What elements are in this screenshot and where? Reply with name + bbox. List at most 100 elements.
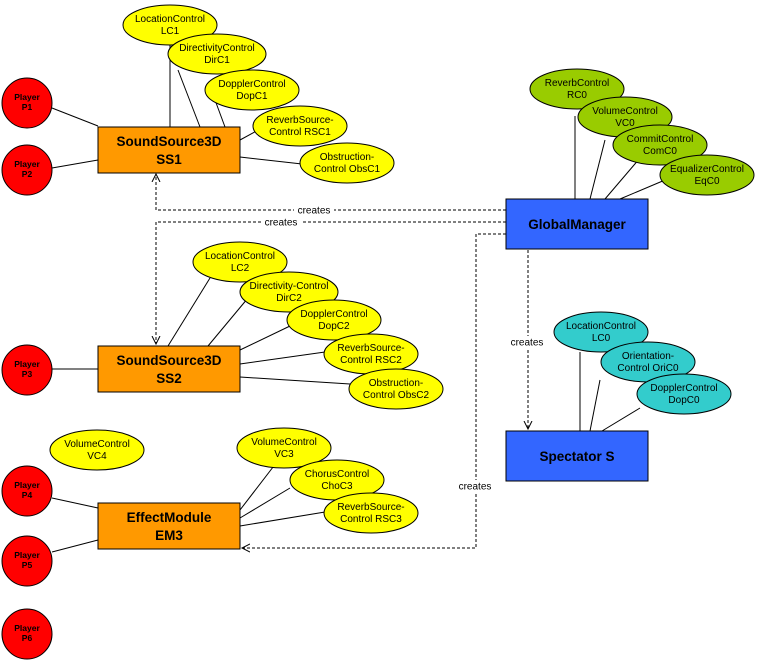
control-dopc0-id: DopC0 [668,395,700,406]
control-rsc3-id: Control RSC3 [340,514,402,525]
ss1-title: SoundSource3D [116,134,221,149]
control-dirc2-name: Directivity-Control [250,281,329,292]
ss1-id: SS1 [156,152,182,167]
creates-label-spectator: creates [511,338,544,349]
creates-label-ss1: creates [298,206,331,217]
boxes: SoundSource3D SS1 SoundSource3D SS2 Effe… [97,126,649,550]
soundsource3d-ss1-box: SoundSource3D SS1 [97,126,241,174]
control-choc3: ChorusControl ChoC3 [289,459,385,501]
control-vc3-name: VolumeControl [251,437,317,448]
control-lc1-name: LocationControl [135,14,205,25]
control-dirc1: DirectivityControl DirC1 [167,33,267,75]
control-dopc0: DopplerControl DopC0 [636,373,732,415]
player-p1: Player P1 [1,77,53,129]
spectator-box: Spectator S [505,430,649,482]
effectmodule-em3-box: EffectModule EM3 [97,502,241,550]
control-comc0: CommitControl ComC0 [612,124,708,166]
control-oric0: Orientation- Control OriC0 [600,341,696,383]
player-p2-id: P2 [22,169,33,179]
player-p3-id: P3 [22,369,33,379]
control-rsc2-id: Control RSC2 [340,355,402,366]
control-rsc1-id: Control RSC1 [269,127,331,138]
player-p5-id: P5 [22,560,33,570]
control-dopc2: DopplerControl DopC2 [286,299,382,341]
control-obsc2-name: Obstruction- [369,378,423,389]
creates-labels: creates creates creates creates [261,204,549,493]
control-dirc2-id: DirC2 [276,293,302,304]
player-p3: Player P3 [1,344,53,396]
control-lc1-id: LC1 [161,26,180,37]
control-rc0: ReverbControl RC0 [529,68,625,110]
control-lc0: LocationControl LC0 [553,311,649,353]
control-lc1: LocationControl LC1 [122,4,218,46]
player-p4: Player P4 [1,465,53,517]
control-dirc1-name: DirectivityControl [179,43,255,54]
creates-arrow-em3 [242,233,506,548]
control-dopc1: DopplerControl DopC1 [204,69,300,111]
control-dopc2-name: DopplerControl [300,309,367,320]
globalmanager-title: GlobalManager [528,217,626,232]
ss2-title: SoundSource3D [116,353,221,368]
player-p2-label: Player [14,159,40,169]
control-rc0-name: ReverbControl [545,78,609,89]
control-dirc1-id: DirC1 [204,55,230,66]
player-p6-id: P6 [22,633,33,643]
creates-label-em3: creates [459,482,492,493]
em3-id: EM3 [155,528,183,543]
control-obsc1: Obstruction- Control ObsC1 [299,142,395,184]
control-rsc2: ReverbSource- Control RSC2 [323,333,419,375]
player-p1-id: P1 [22,102,33,112]
control-lc2: LocationControl LC2 [192,241,288,283]
creates-label-ss2: creates [265,218,298,229]
control-vc0-name: VolumeControl [592,106,658,117]
control-rc0-id: RC0 [567,90,587,101]
control-vc4-name: VolumeControl [64,439,130,450]
em3-title: EffectModule [127,510,212,525]
player-p4-id: P4 [22,490,33,500]
control-obsc2-id: Control ObsC2 [363,390,430,401]
globalmanager-box: GlobalManager [505,198,649,250]
creates-arrow-ss2 [156,221,506,344]
control-vc3: VolumeControl VC3 [236,427,332,469]
control-dopc1-id: DopC1 [236,91,268,102]
player-p6: Player P6 [1,608,53,660]
ss2-id: SS2 [156,371,182,386]
control-rsc3: ReverbSource- Control RSC3 [323,492,419,534]
player-p4-label: Player [14,480,40,490]
creates-arrows [156,174,528,548]
control-comc0-id: ComC0 [643,146,677,157]
control-dopc0-name: DopplerControl [650,383,717,394]
player-p5-label: Player [14,550,40,560]
control-choc3-name: ChorusControl [305,469,369,480]
control-dopc2-id: DopC2 [318,321,350,332]
control-obsc2: Obstruction- Control ObsC2 [348,368,444,410]
spectator-title: Spectator S [539,449,614,464]
players: Player P1 Player P2 Player P3 Player P4 … [1,77,53,660]
player-p2: Player P2 [1,144,53,196]
control-rsc2-name: ReverbSource- [337,343,404,354]
control-vc0-id: VC0 [615,118,635,129]
player-p3-label: Player [14,359,40,369]
control-eqc0-name: EqualizerControl [670,164,744,175]
control-eqc0: EqualizerControl EqC0 [659,154,755,196]
control-obsc1-name: Obstruction- [320,152,374,163]
control-eqc0-id: EqC0 [694,176,719,187]
control-oric0-name: Orientation- [622,351,674,362]
player-p5: Player P5 [1,535,53,587]
player-p6-label: Player [14,623,40,633]
control-oric0-id: Control OriC0 [617,363,679,374]
control-dopc1-name: DopplerControl [218,79,285,90]
control-lc0-name: LocationControl [566,321,636,332]
control-rsc3-name: ReverbSource- [337,502,404,513]
control-obsc1-id: Control ObsC1 [314,164,381,175]
control-choc3-id: ChoC3 [321,481,353,492]
control-comc0-name: CommitControl [627,134,694,145]
soundsource3d-ss2-box: SoundSource3D SS2 [97,345,241,393]
control-vc3-id: VC3 [274,449,294,460]
control-vc4-id: VC4 [87,451,107,462]
control-lc2-id: LC2 [231,263,250,274]
control-lc2-name: LocationControl [205,251,275,262]
control-rsc1: ReverbSource- Control RSC1 [252,105,348,147]
player-p1-label: Player [14,92,40,102]
